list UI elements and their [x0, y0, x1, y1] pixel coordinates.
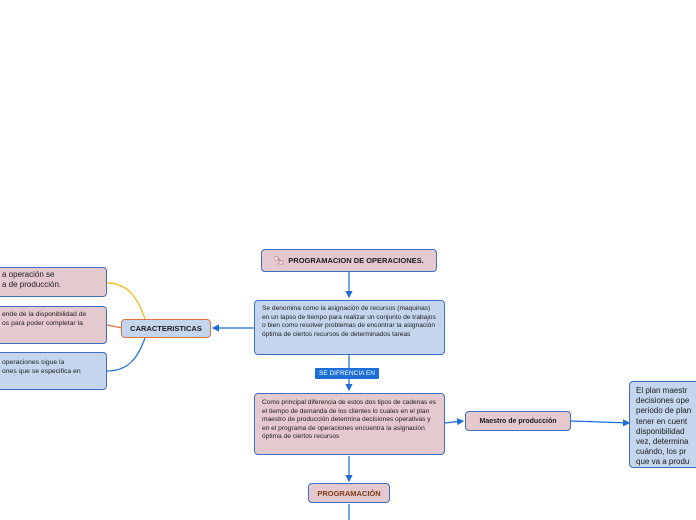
- root-node[interactable]: PROGRAMACION DE OPERACIONES.: [261, 249, 437, 272]
- link-difference-master: [444, 418, 465, 426]
- characteristics-node[interactable]: CARACTERISTICAS: [121, 319, 211, 338]
- mindmap-icon: [273, 256, 284, 265]
- programming-label: PROGRAMACIÓN: [317, 488, 381, 498]
- definition-text: Se denomina como la asignación de recurs…: [262, 305, 436, 338]
- master-description-line: que va a produ: [636, 457, 690, 467]
- definition-node[interactable]: Se denomina como la asignación de recurs…: [254, 300, 445, 355]
- master-node[interactable]: Maestro de producción: [465, 411, 571, 431]
- characteristic-2-node[interactable]: ende de la disponibilidad de os para pod…: [0, 306, 107, 344]
- characteristic-3-line2: ones que se especifica en: [2, 368, 81, 375]
- difference-text: Como principal diferencia de estos dos t…: [262, 399, 437, 441]
- master-description-line: periodo de plan: [636, 406, 692, 416]
- characteristics-label: CARACTERISTICAS: [130, 324, 202, 333]
- characteristic-2-line2: os para poder completar la: [2, 320, 83, 327]
- characteristic-3-node[interactable]: operaciones sigue la ones que se especif…: [0, 352, 107, 390]
- difference-relation-label: SE DIFRENCIA EN: [315, 368, 379, 379]
- master-description-line: cuándo, los pr: [636, 447, 687, 457]
- master-description-line: El plan maestr: [636, 386, 688, 395]
- programming-node[interactable]: PROGRAMACIÓN: [308, 483, 390, 503]
- characteristic-1-line2: a de producción.: [2, 279, 62, 289]
- link-master-description: [570, 419, 631, 427]
- characteristic-1-node[interactable]: a operación se a de producción.: [0, 267, 107, 297]
- characteristic-3-line1: operaciones sigue la: [2, 359, 65, 366]
- difference-node[interactable]: Como principal diferencia de estos dos t…: [254, 393, 445, 455]
- characteristic-2-line1: ende de la disponibilidad de: [2, 311, 87, 318]
- link-characteristics-char3: [106, 337, 146, 372]
- master-label: Maestro de producción: [479, 417, 557, 425]
- root-label: PROGRAMACION DE OPERACIONES.: [288, 256, 424, 265]
- master-description-line: decisiones ope: [636, 396, 690, 406]
- link-characteristics-char1: [106, 282, 146, 320]
- characteristic-1-line1: a operación se: [2, 270, 55, 279]
- master-description-line: vez, determina: [636, 437, 689, 447]
- link-characteristics-char2: [106, 324, 123, 329]
- master-description-line: disponibilidad: [636, 426, 685, 436]
- master-description-line: tener en cuent: [636, 416, 688, 426]
